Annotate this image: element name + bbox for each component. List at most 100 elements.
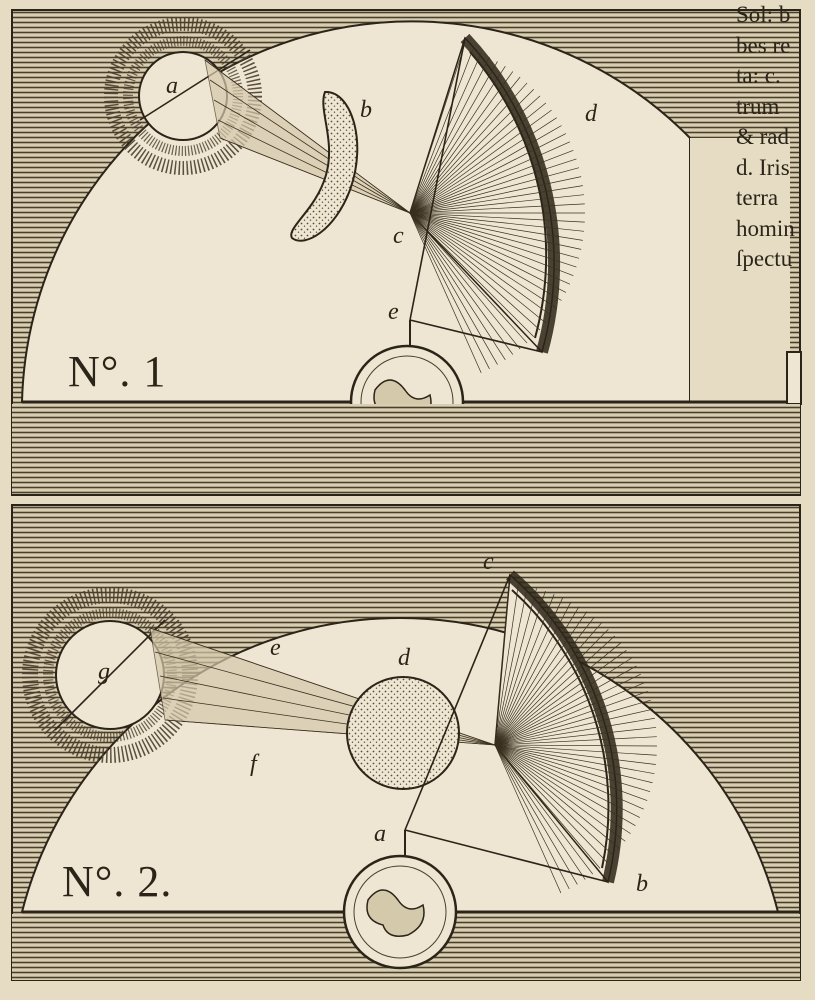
- text-line: Sol: b: [736, 2, 791, 27]
- fan-ray: [494, 744, 648, 801]
- fan-ray: [494, 744, 640, 818]
- fan-ray: [494, 657, 632, 746]
- fan-ray: [494, 594, 555, 746]
- fan-ray: [494, 628, 609, 746]
- sun-rays-1: [204, 59, 411, 214]
- fan-ray: [409, 212, 547, 324]
- fan-ray: [409, 66, 506, 214]
- text-line: terra: [736, 185, 779, 210]
- fan-ray: [409, 141, 571, 214]
- rainbow-fan-d: [409, 33, 585, 374]
- fan-ray: [409, 212, 552, 317]
- text-line: homin: [736, 215, 795, 241]
- fan-ray: [494, 736, 657, 746]
- text-line: bes re: [736, 32, 791, 58]
- fan-ray: [494, 616, 595, 746]
- label-1-b: b: [360, 97, 372, 123]
- figure-1-number: N°. 1: [68, 347, 167, 396]
- fan-ray: [494, 744, 601, 869]
- fan-ray: [409, 125, 562, 214]
- text-line: trum: [736, 93, 780, 119]
- fan-ray: [494, 699, 651, 746]
- fan-ray: [409, 102, 547, 214]
- fan-ray: [494, 744, 636, 827]
- fan-ray: [494, 583, 510, 746]
- fan-ray: [409, 212, 498, 365]
- label-1-d: d: [585, 101, 597, 127]
- label-1-a: a: [166, 73, 178, 99]
- fan-ray: [409, 212, 482, 374]
- text-line: ſpectu: [736, 246, 793, 271]
- rainbow-fan-2: [494, 570, 657, 894]
- fan-ray: [494, 744, 657, 747]
- fan-ray: [409, 95, 541, 214]
- fan-ray: [409, 185, 583, 214]
- fan-ray: [409, 61, 498, 214]
- label-2-f: f: [250, 751, 257, 777]
- cloud-d: [346, 676, 460, 790]
- label-2-a: a: [374, 821, 386, 847]
- fan-ray: [494, 744, 651, 793]
- fan-ray: [409, 212, 514, 355]
- fan-ray: [409, 212, 490, 370]
- fan-ray: [494, 744, 570, 890]
- fan-ray: [409, 212, 567, 293]
- fan-ray: [409, 133, 567, 214]
- fan-ray: [494, 744, 586, 880]
- fan-ray: [494, 690, 648, 746]
- fan-ray: [494, 744, 626, 842]
- fan-ray: [494, 744, 620, 849]
- cloud-b: [290, 90, 359, 242]
- fan-ray: [494, 673, 641, 746]
- fan-ray: [494, 601, 572, 746]
- fan-ray: [494, 727, 657, 746]
- fan-ray: [409, 212, 582, 250]
- fan-ray: [494, 650, 627, 746]
- fan-ray: [494, 744, 594, 875]
- text-line: ta: c.: [736, 63, 781, 88]
- fan-ray: [494, 744, 644, 810]
- label-2-g: g: [98, 659, 110, 685]
- label-2-e: e: [270, 635, 281, 661]
- fan-ray: [409, 149, 574, 214]
- label-1-c: c: [393, 223, 404, 249]
- fan-ray: [494, 744, 562, 894]
- fan-ray: [409, 212, 541, 331]
- fan-ray: [409, 203, 585, 214]
- fan-ray: [409, 167, 580, 214]
- label-2-d: d: [398, 645, 410, 671]
- fan-ray: [494, 744, 657, 756]
- fan-ray: [494, 597, 564, 746]
- fan-ray: [494, 611, 588, 746]
- fan-ray: [494, 642, 622, 746]
- figure-1: [11, 9, 802, 496]
- label-2-c: c: [483, 549, 494, 575]
- fan-ray: [494, 744, 655, 775]
- fan-ray: [494, 635, 616, 746]
- fan-ray: [494, 586, 528, 746]
- fan-ray: [409, 52, 482, 214]
- fan-ray: [409, 46, 465, 214]
- fan-ray: [409, 89, 534, 214]
- fan-ray: [409, 212, 534, 337]
- fan-ray: [409, 212, 574, 277]
- side-text-column: Sol: b bes re ta: c. trum & rad d. Iris …: [736, 0, 815, 275]
- fan-ray: [494, 588, 537, 746]
- fan-ray: [494, 744, 653, 784]
- fan-ray: [409, 212, 528, 344]
- fan-ray: [494, 622, 602, 746]
- figure-2: [11, 504, 801, 981]
- fan-ray: [494, 606, 580, 746]
- label-2-b: b: [636, 871, 648, 897]
- fan-ray: [494, 590, 546, 746]
- fan-ray: [494, 744, 608, 863]
- fan-ray: [494, 744, 578, 885]
- fan-ray: [409, 212, 577, 268]
- earth-2: [12, 830, 800, 980]
- fan-ray: [494, 682, 645, 746]
- text-line: d. Iris: [736, 154, 790, 180]
- fan-ray: [409, 82, 528, 214]
- fan-ray: [409, 194, 585, 214]
- fan-ray: [494, 744, 631, 834]
